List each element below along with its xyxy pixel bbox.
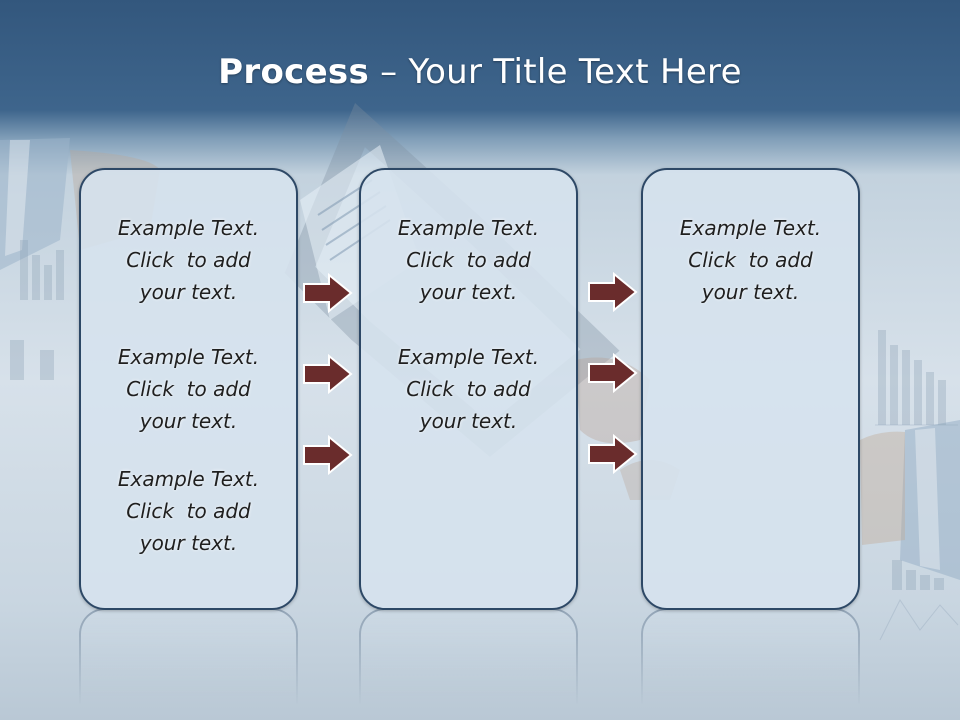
right-arrow-icon[interactable] bbox=[303, 354, 353, 394]
text-line: Click to add bbox=[126, 248, 251, 272]
text-placeholder[interactable]: Example Text. Click to add your text. bbox=[643, 212, 858, 308]
slide-title[interactable]: Process – Your Title Text Here bbox=[0, 52, 960, 92]
text-line: your text. bbox=[139, 531, 238, 555]
text-line: your text. bbox=[139, 409, 238, 433]
text-line: your text. bbox=[419, 409, 518, 433]
text-placeholder[interactable]: Example Text. Click to add your text. bbox=[361, 212, 576, 308]
box-reflection-1 bbox=[79, 608, 298, 720]
text-placeholder[interactable]: Example Text. Click to add your text. bbox=[361, 341, 576, 437]
text-line: your text. bbox=[419, 280, 518, 304]
text-line: Click to add bbox=[406, 248, 531, 272]
title-rest-part: – Your Title Text Here bbox=[369, 52, 742, 92]
text-line: Example Text. bbox=[117, 467, 260, 491]
process-box-2[interactable]: Example Text. Click to add your text. Ex… bbox=[359, 168, 578, 610]
title-bold-part: Process bbox=[218, 52, 370, 92]
text-line: Example Text. bbox=[117, 345, 260, 369]
text-placeholder[interactable]: Example Text. Click to add your text. bbox=[81, 212, 296, 308]
process-box-3[interactable]: Example Text. Click to add your text. bbox=[641, 168, 860, 610]
text-line: your text. bbox=[701, 280, 800, 304]
process-box-1[interactable]: Example Text. Click to add your text. Ex… bbox=[79, 168, 298, 610]
text-line: your text. bbox=[139, 280, 238, 304]
text-placeholder[interactable]: Example Text. Click to add your text. bbox=[81, 463, 296, 559]
text-line: Example Text. bbox=[679, 216, 822, 240]
text-line: Click to add bbox=[406, 377, 531, 401]
right-arrow-icon[interactable] bbox=[303, 273, 353, 313]
text-line: Example Text. bbox=[397, 345, 540, 369]
right-arrow-icon[interactable] bbox=[303, 435, 353, 475]
text-line: Click to add bbox=[126, 499, 251, 523]
right-arrow-icon[interactable] bbox=[588, 353, 638, 393]
box-reflection-2 bbox=[359, 608, 578, 720]
right-arrow-icon[interactable] bbox=[588, 272, 638, 312]
right-arrow-icon[interactable] bbox=[588, 434, 638, 474]
text-line: Example Text. bbox=[117, 216, 260, 240]
text-placeholder[interactable]: Example Text. Click to add your text. bbox=[81, 341, 296, 437]
text-line: Click to add bbox=[688, 248, 813, 272]
text-line: Click to add bbox=[126, 377, 251, 401]
text-line: Example Text. bbox=[397, 216, 540, 240]
box-reflection-3 bbox=[641, 608, 860, 720]
